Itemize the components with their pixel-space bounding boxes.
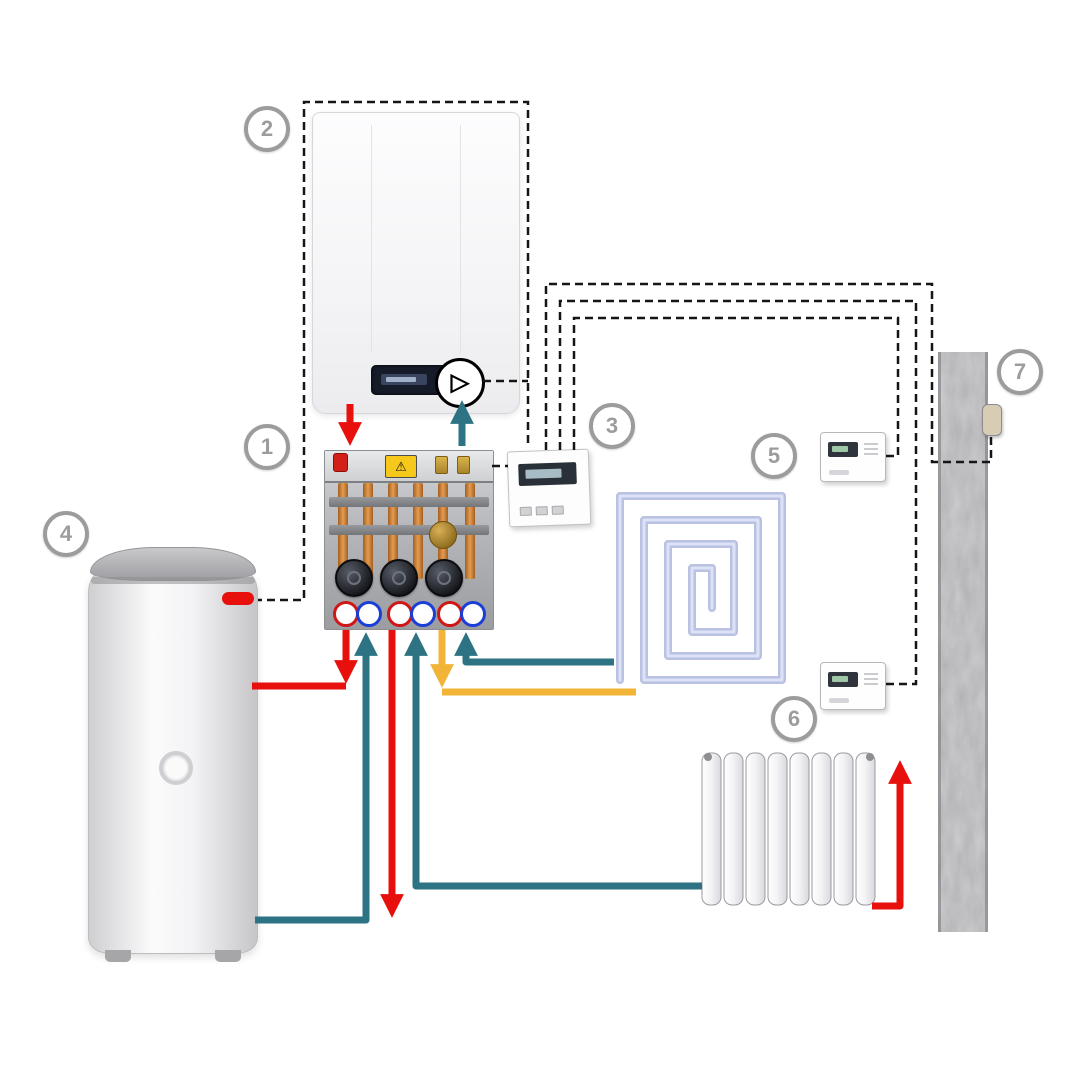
thermostat-button (829, 698, 849, 703)
tank-temperature-sensor (222, 592, 254, 605)
thermostat-button (829, 470, 849, 475)
controller-button (551, 505, 564, 515)
manifold-rail (329, 497, 489, 507)
boiler-seam (460, 125, 461, 353)
tank-foot (215, 950, 241, 962)
brass-valve (457, 456, 470, 474)
diagram-number-1: 1 (244, 424, 290, 470)
diagram-number-4: 4 (43, 511, 89, 557)
pipe-tank-return (255, 632, 378, 924)
coil-svg (616, 492, 786, 684)
diagram-number-6: 6 (771, 696, 817, 742)
room-thermostat-upper (820, 432, 886, 482)
pump-station: ⚠ (324, 450, 494, 630)
outdoor-sensor (982, 404, 1002, 436)
thermostat-display (828, 672, 858, 687)
radiator-svg (701, 752, 876, 906)
system-controller (506, 448, 592, 528)
tank-rim (91, 577, 255, 584)
diagram-number-7: 7 (997, 349, 1043, 395)
diagram-number-2: 2 (244, 106, 290, 152)
tank-foot (105, 950, 131, 962)
thermometer-gauge (387, 601, 413, 627)
controller-button (535, 506, 548, 516)
buffer-tank (88, 547, 258, 962)
brass-valve (435, 456, 448, 474)
radiator-valve (704, 753, 712, 761)
thermostat-vents (864, 443, 878, 457)
boiler-seam (371, 125, 372, 353)
tank-inspection-port (159, 751, 193, 785)
radiator-valve (866, 753, 874, 761)
outdoor-wall (938, 352, 988, 932)
wall-edge (938, 352, 941, 932)
radiator-sections (701, 752, 876, 906)
circulation-pump (335, 559, 373, 597)
thermometer-gauge (410, 601, 436, 627)
underfloor-heating-coil (612, 488, 790, 693)
tank-cap (90, 547, 256, 581)
thermostat-vents (864, 673, 878, 687)
pump-icon: ▷ (435, 358, 485, 408)
pipe-underfloor-return (454, 632, 614, 666)
wall-texture (938, 352, 988, 932)
radiator (700, 748, 880, 915)
diagram-number-3: 3 (589, 403, 635, 449)
controller-button (519, 506, 532, 517)
thermometer-gauge (356, 601, 382, 627)
safety-valve (333, 453, 348, 472)
thermometer-gauge (460, 601, 486, 627)
wall-boiler: ▷ (312, 112, 520, 414)
wall-edge (985, 352, 988, 932)
mixing-valve (429, 521, 457, 549)
manifold-rail (329, 525, 489, 535)
diagram-number-5: 5 (751, 433, 797, 479)
circulation-pump (380, 559, 418, 597)
circulation-pump (425, 559, 463, 597)
wall-svg (938, 352, 988, 932)
warning-icon: ⚠ (385, 455, 417, 478)
thermostat-display (828, 442, 858, 457)
controller-display (518, 462, 577, 487)
room-thermostat-lower (820, 662, 886, 710)
